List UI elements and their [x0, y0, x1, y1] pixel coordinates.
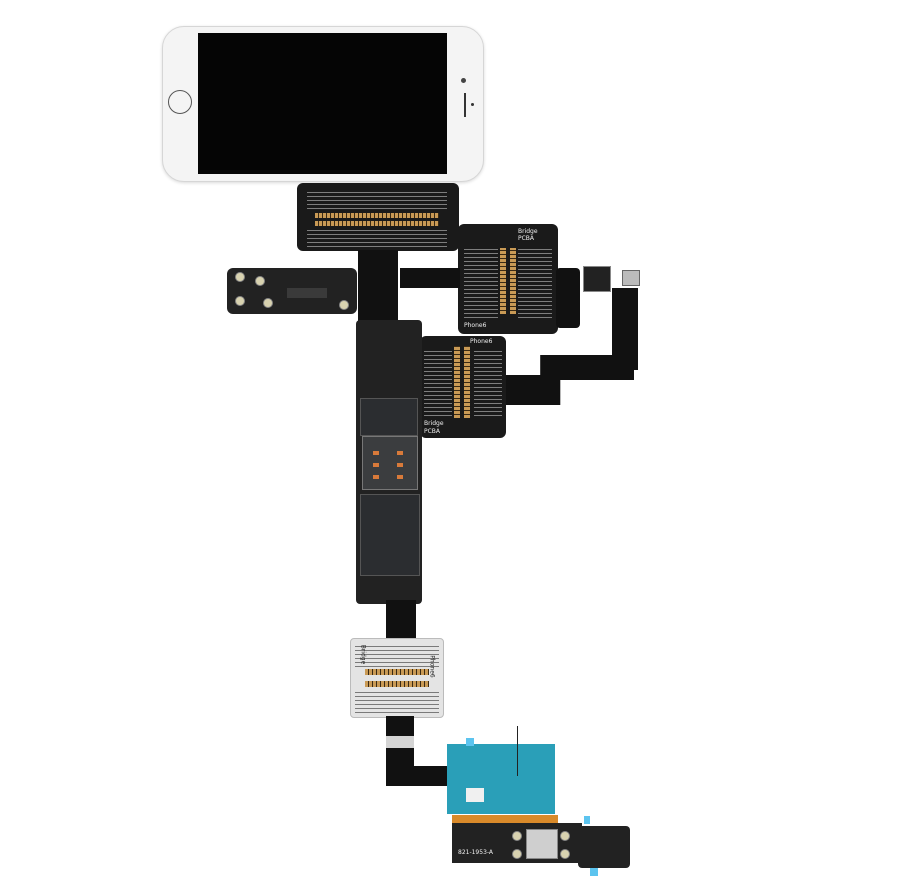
- front-camera-flex: [556, 268, 580, 328]
- lower-flex-cable: [386, 600, 416, 642]
- proximity-sensor: [471, 103, 474, 106]
- flex-orange-strip: [452, 815, 558, 823]
- antenna-wire: [517, 726, 518, 776]
- sim-tray-connector: [362, 436, 418, 490]
- flex-stiffener: [386, 736, 414, 748]
- right-board-brand: Bridge: [518, 228, 538, 235]
- right-board-flex: [400, 268, 460, 288]
- lightning-port: [526, 829, 558, 859]
- home-button-icon: [168, 90, 192, 114]
- front-camera-module: [583, 266, 611, 292]
- middle-board-subtitle: PCBA: [424, 428, 441, 435]
- right-test-board: Bridge PCBA Phone6: [458, 224, 558, 334]
- adhesive-tab-3: [590, 868, 598, 876]
- bottom-board-model: Phone6: [428, 655, 436, 678]
- front-camera-icon: [461, 78, 466, 83]
- antenna-board: [227, 268, 357, 314]
- iphone-screen: [198, 33, 447, 174]
- bottom-board-brand: Bridge: [359, 644, 367, 665]
- middle-board-brand: Bridge: [424, 420, 444, 427]
- qr-label: [466, 788, 484, 802]
- sensor-flex-lower: [500, 355, 634, 405]
- middle-test-board: Bridge PCBA Phone6: [420, 336, 506, 438]
- display-flex-cable: [358, 250, 398, 322]
- adhesive-tab-2: [584, 816, 590, 824]
- motherboard: [356, 320, 422, 604]
- headphone-jack-flex: [578, 826, 630, 868]
- top-test-board: [297, 183, 459, 251]
- right-board-model: Phone6: [464, 322, 487, 329]
- lightning-port-board: 821-1953-A: [452, 823, 582, 863]
- right-board-subtitle: PCBA: [518, 235, 535, 242]
- part-number: 821-1953-A: [458, 849, 494, 856]
- earpiece-speaker: [464, 93, 466, 117]
- proximity-sensor-module: [622, 270, 640, 286]
- middle-board-model: Phone6: [470, 338, 493, 345]
- charge-port-flex-horizontal: [400, 766, 460, 786]
- charge-port-flex-body: [447, 744, 555, 814]
- bottom-test-board: Bridge Phone6: [350, 638, 444, 718]
- adhesive-tab: [466, 738, 474, 746]
